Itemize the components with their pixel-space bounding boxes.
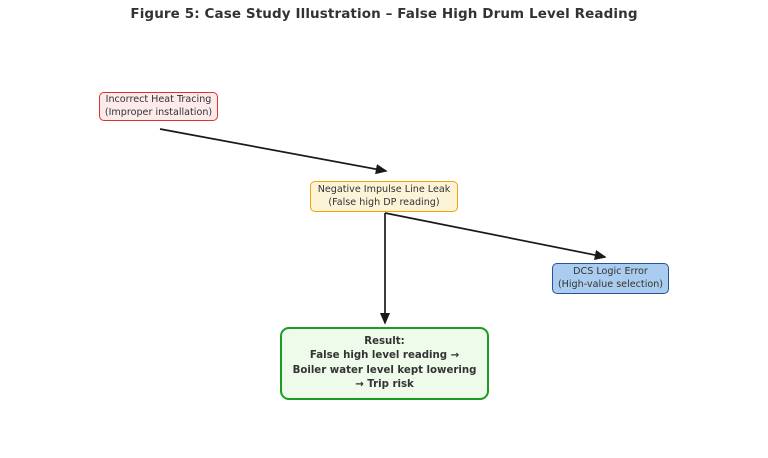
node-result-line-3: Boiler water level kept lowering	[292, 364, 477, 376]
edge-heat-tracing-to-impulse-leak	[159, 128, 388, 175]
node-heat-tracing-line-1: Incorrect Heat Tracing	[105, 94, 212, 106]
node-heat-tracing-line-2: (Improper installation)	[104, 106, 213, 118]
node-result-line-1: Result:	[364, 336, 405, 348]
node-dcs-error-line-1: DCS Logic Error	[573, 266, 648, 278]
node-negative-impulse-line-leak: Negative Impulse Line Leak (False high D…	[310, 181, 458, 212]
node-incorrect-heat-tracing: Incorrect Heat Tracing (Improper install…	[99, 92, 218, 121]
node-impulse-leak-line-1: Negative Impulse Line Leak	[317, 184, 451, 196]
node-result-line-4: → Trip risk	[355, 378, 414, 390]
node-dcs-logic-error: DCS Logic Error (High-value selection)	[552, 263, 669, 294]
node-result: Result: False high level reading → Boile…	[280, 327, 489, 400]
node-result-line-2: False high level reading →	[309, 350, 460, 362]
node-impulse-leak-line-2: (False high DP reading)	[328, 196, 440, 208]
figure-title: Figure 5: Case Study Illustration – Fals…	[130, 6, 638, 22]
node-dcs-error-line-2: (High-value selection)	[557, 278, 664, 290]
edge-impulse-leak-to-dcs-error	[384, 212, 607, 261]
